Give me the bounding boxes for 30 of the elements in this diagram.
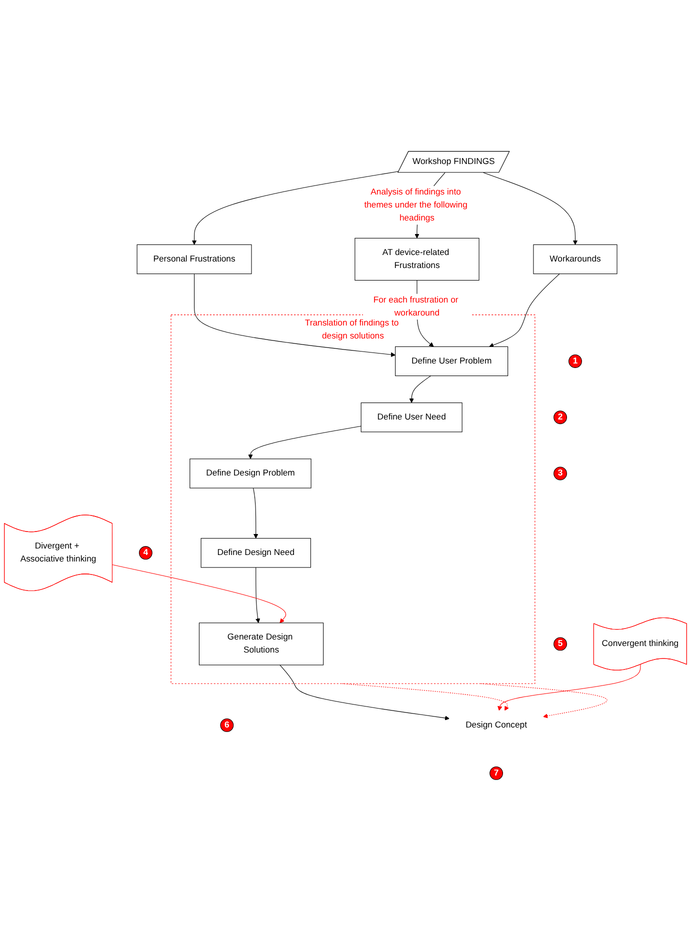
node-box: Personal Frustrations [136, 244, 252, 274]
arrow [280, 664, 450, 720]
edge-label: Analysis of findings into themes under the following headings [364, 187, 468, 223]
arrow [342, 683, 509, 711]
node-text: Design Concept [466, 720, 528, 730]
node-circle: 5 [554, 637, 567, 651]
node-box: Workarounds [533, 244, 618, 274]
node-box: Define Design Problem [190, 458, 312, 488]
arrow [192, 171, 400, 245]
node-circle: 3 [554, 466, 567, 480]
arrow [483, 172, 578, 245]
arrow [255, 567, 260, 624]
node-box: Define User Need [360, 402, 462, 432]
arrow [112, 564, 286, 624]
arrow [253, 488, 258, 539]
node-box: Generate Design Solutions [198, 622, 324, 666]
node-box: Define User Problem [395, 346, 508, 376]
node-box: AT device-related Frustrations [354, 238, 480, 281]
node-circle: 6 [220, 718, 234, 732]
arrow [248, 426, 362, 460]
node-circle: 1 [568, 354, 582, 368]
arrow [409, 376, 432, 403]
node-box: Define Design Need [200, 538, 311, 568]
arrow [480, 683, 608, 718]
arrow [194, 274, 396, 357]
node-circle: 2 [554, 410, 567, 424]
node-circle: 4 [138, 546, 152, 560]
arrow [498, 664, 641, 711]
node-circle: 7 [490, 766, 503, 780]
arrow [489, 274, 560, 348]
